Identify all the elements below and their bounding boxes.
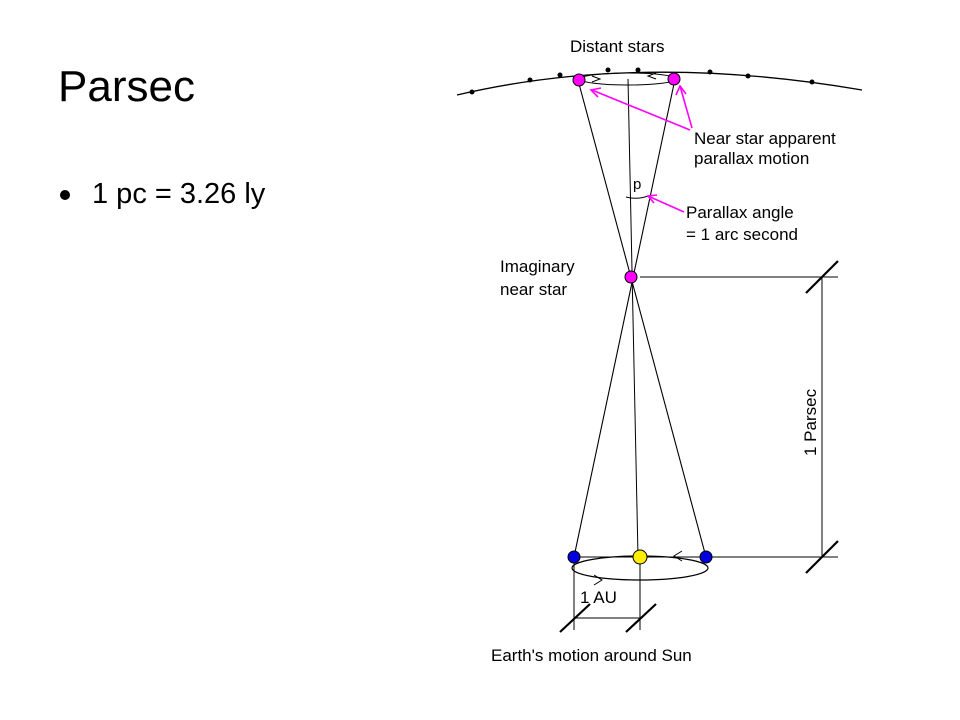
pointer-arrow-left: [591, 89, 691, 131]
pointer-arrow-right: [679, 85, 693, 129]
bullet-text: 1 pc = 3.26 ly: [92, 178, 266, 210]
au-tick-right: [625, 603, 657, 633]
motion-arrow-icon: [591, 75, 602, 83]
imaginary-near-star: [624, 270, 638, 284]
distant-star: [707, 69, 713, 75]
au-label: 1 AU: [580, 588, 617, 607]
near-star-motion-label: Near star apparent: [694, 129, 836, 148]
earth-motion-label: Earth's motion around Sun: [491, 646, 692, 665]
distant-star: [557, 72, 563, 78]
motion-arrow-icon: [646, 72, 657, 80]
sun: [632, 549, 648, 565]
near-star-apparent-left: [572, 73, 586, 87]
distant-star: [635, 67, 641, 73]
bullet-item: 1 pc = 3.26 ly: [60, 178, 265, 211]
distant-star: [745, 73, 751, 79]
parallax-angle-label: Parallax angle: [686, 203, 794, 222]
pointer-arrowhead-icon: [675, 84, 687, 96]
orbit-arrow-icon: [593, 574, 603, 586]
parsec-tick-top: [805, 260, 839, 294]
au-tick-left: [559, 603, 591, 633]
imaginary-star-label: Imaginary: [500, 257, 575, 276]
distant-stars-label: Distant stars: [570, 37, 664, 56]
center-sightline: [627, 78, 639, 558]
distant-star: [527, 77, 533, 83]
pointer-arrowhead-icon: [646, 194, 658, 204]
pointer-arrowhead-icon: [589, 87, 602, 98]
parallax-angle-arc: [625, 195, 649, 199]
sightline-right: [573, 78, 676, 558]
sightline-left: [577, 79, 707, 558]
parsec-tick-bottom: [805, 540, 839, 574]
distant-star: [605, 67, 611, 73]
bullet-list: 1 pc = 3.26 ly: [60, 178, 265, 211]
near-star-apparent-right: [667, 72, 681, 86]
bullet-dot-icon: [60, 189, 70, 200]
p-label: p: [633, 176, 641, 193]
sky-arc: [456, 71, 863, 96]
distant-star: [469, 89, 475, 95]
parsec-label: 1 Parsec: [801, 388, 820, 456]
distant-star: [809, 79, 815, 85]
parallax-angle-label: = 1 arc second: [686, 225, 798, 244]
earth-position-right: [699, 550, 713, 564]
near-star-motion-label: parallax motion: [694, 149, 809, 168]
slide-title: Parsec: [58, 62, 195, 111]
earth-position-left: [567, 550, 581, 564]
imaginary-star-label: near star: [500, 280, 567, 299]
orbit-arrow-icon: [673, 550, 683, 562]
pointer-arrow-angle: [647, 195, 685, 213]
